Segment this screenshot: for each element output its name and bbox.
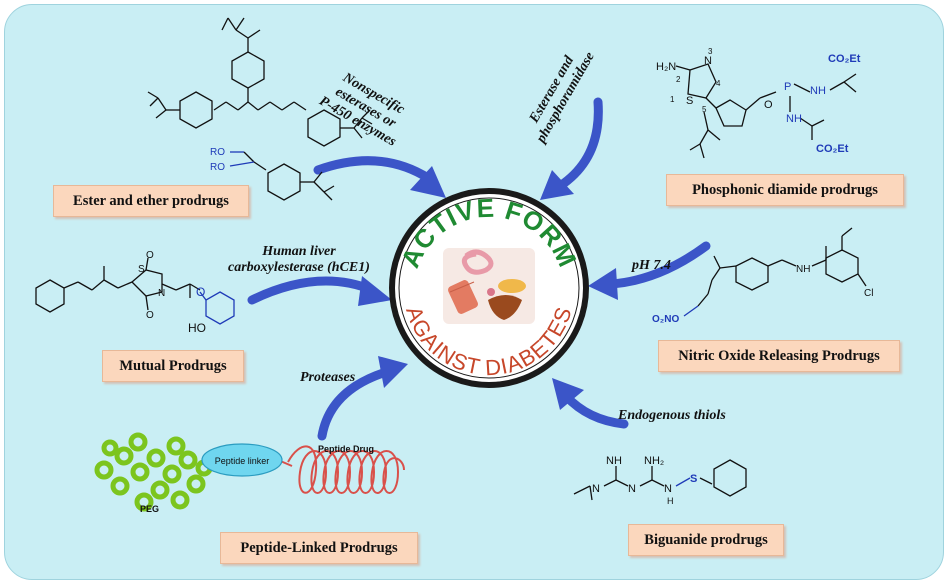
mutual-o-ester: O — [196, 285, 205, 299]
big-h: H — [667, 496, 674, 506]
phos-nh2: H₂N — [656, 61, 676, 73]
phos-num-4: 4 — [716, 79, 721, 88]
enzyme-hce1: Human liver carboxylesterase (hCE1) — [228, 244, 370, 275]
phos-n: N — [704, 55, 712, 67]
peptide-drug-coil — [287, 445, 405, 494]
enzyme-proteases: Proteases — [300, 370, 356, 385]
phos-num-1: 1 — [670, 95, 675, 104]
mutual-phenol — [199, 291, 235, 325]
phos-s: S — [686, 95, 693, 107]
big-n-1: N — [592, 483, 600, 495]
phosphonic-structure — [675, 63, 857, 159]
big-n-3: N — [664, 483, 672, 495]
phos-co2et-b: CO₂Et — [816, 143, 849, 155]
peg-label: PEG — [140, 504, 159, 514]
enzyme-ph: pH 7.4 — [632, 258, 671, 273]
organs-illustration — [443, 248, 535, 324]
peg-cluster — [94, 432, 213, 512]
arrow-ester — [313, 156, 446, 198]
nitric-labels: O₂NO NH Cl — [652, 264, 873, 325]
arrow-peptide — [317, 356, 408, 441]
phos-nh-a: NH — [810, 85, 826, 97]
peptide-linker-label: Peptide linker — [215, 456, 270, 466]
peptide-linker-capsule — [201, 443, 283, 477]
big-n-2: N — [628, 483, 636, 495]
phos-o: O — [764, 99, 773, 111]
nitric-o2no: O₂NO — [652, 314, 679, 325]
phos-num-5: 5 — [702, 105, 707, 114]
arrow-biguanide — [552, 378, 629, 429]
arrow-mutual — [247, 276, 392, 306]
phos-nh-b: NH — [786, 113, 802, 125]
big-s: S — [690, 473, 697, 485]
box-phosphonic: Phosphonic diamide prodrugs — [666, 174, 904, 206]
biguanide-structure — [573, 459, 747, 501]
ester-ro-1: RO — [210, 147, 225, 158]
mutual-labels: S N O O O HO — [138, 250, 206, 335]
ester-structure — [147, 17, 373, 201]
nitric-nh: NH — [796, 264, 810, 275]
arrow-phosphonic — [540, 97, 603, 200]
mutual-o-1: O — [146, 250, 154, 261]
enzyme-thiols: Endogenous thiols — [618, 408, 726, 423]
nitric-cl: Cl — [864, 288, 873, 299]
box-ester-ether: Ester and ether prodrugs — [53, 185, 249, 217]
ester-ro-2: RO — [210, 162, 225, 173]
box-biguanide: Biguanide prodrugs — [628, 524, 784, 556]
box-nitric-oxide: Nitric Oxide Releasing Prodrugs — [658, 340, 900, 372]
big-nh: NH — [606, 455, 622, 467]
mutual-o-2: O — [146, 310, 154, 321]
phos-co2et-a: CO₂Et — [828, 53, 861, 65]
phos-p: P — [784, 81, 791, 93]
biguanide-labels: NH NH₂ N N N H S — [592, 455, 697, 506]
box-peptide: Peptide-Linked Prodrugs — [220, 532, 418, 564]
box-mutual: Mutual Prodrugs — [102, 350, 244, 382]
center-emblem: ACTIVE FORM AGAINST DIABETES — [389, 188, 589, 388]
mutual-ho: HO — [188, 321, 206, 335]
phos-num-2: 2 — [676, 75, 681, 84]
phos-num-3: 3 — [708, 47, 713, 56]
mutual-structure — [35, 257, 201, 313]
nitric-structure — [683, 227, 867, 317]
arrow-nitric — [588, 241, 711, 300]
peptide-drug-label: Peptide Drug — [318, 444, 374, 454]
mutual-s: S — [138, 264, 145, 275]
mutual-n: N — [158, 288, 165, 299]
phosphonic-labels: H₂N N S O P NH NH CO₂Et CO₂Et 2 3 4 5 1 — [656, 47, 861, 155]
big-nh2: NH₂ — [644, 455, 664, 467]
